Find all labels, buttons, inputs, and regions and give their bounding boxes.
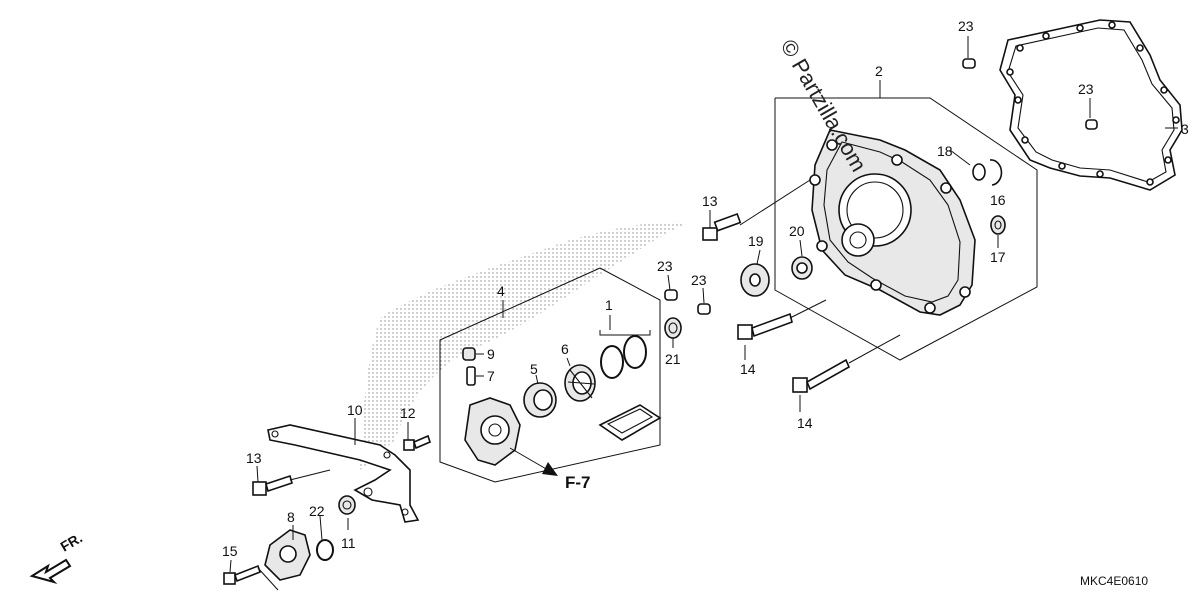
- o-ring-22: [316, 539, 334, 561]
- sensor-8: [264, 529, 311, 581]
- dowel-pin-23-mid-a: [664, 289, 678, 301]
- callout-16: 16: [990, 192, 1006, 208]
- callout-20: 20: [789, 223, 805, 239]
- impeller-6: [564, 364, 596, 402]
- callout-10: 10: [347, 402, 363, 418]
- bolt-12: [403, 434, 431, 451]
- dowel-pin-23: [962, 58, 1098, 130]
- callout-9: 9: [487, 346, 495, 362]
- bracket-10: [267, 424, 420, 523]
- screw-7: [466, 366, 476, 386]
- o-ring-18: [972, 163, 986, 181]
- callout-14-upper: 14: [740, 361, 756, 377]
- callout-21: 21: [665, 351, 681, 367]
- oil-seal-21: [664, 317, 682, 339]
- callout-22: 22: [309, 503, 325, 519]
- callout-14-lower: 14: [797, 415, 813, 431]
- callout-19: 19: [748, 233, 764, 249]
- reference-label: F-7: [565, 473, 591, 492]
- callout-23-gasket: 23: [1078, 81, 1094, 97]
- front-direction-arrow: [29, 558, 72, 584]
- cap-9: [462, 347, 476, 361]
- pump-body: [464, 397, 521, 466]
- callout-23-top: 23: [958, 18, 974, 34]
- callout-12: 12: [400, 405, 416, 421]
- callout-13-upper: 13: [702, 193, 718, 209]
- dowel-pin-23-mid-b: [697, 303, 711, 315]
- bolt-14-lower: [792, 358, 851, 393]
- bolt-15: [223, 564, 261, 585]
- direction-label: FR.: [58, 529, 86, 554]
- callout-1: 1: [605, 297, 613, 313]
- callout-3: 3: [1181, 121, 1189, 137]
- reference-arrow: [542, 462, 558, 476]
- callout-5: 5: [530, 361, 538, 377]
- callout-13-lower: 13: [246, 450, 262, 466]
- cover-2: [809, 129, 976, 316]
- callout-7: 7: [487, 368, 495, 384]
- seal-11: [338, 495, 356, 515]
- snap-ring-16: [989, 159, 1003, 186]
- callout-17: 17: [990, 249, 1006, 265]
- callout-11: 11: [341, 535, 356, 551]
- callout-4: 4: [497, 283, 505, 299]
- bolt-14-upper: [737, 312, 793, 340]
- bolt-13-upper: [702, 213, 742, 241]
- callout-23-mid-a: 23: [657, 258, 673, 274]
- washer-19: [740, 263, 770, 297]
- callout-18: 18: [937, 143, 953, 159]
- gasket-3: [999, 19, 1183, 191]
- callout-8: 8: [287, 509, 295, 525]
- o-ring-1: [600, 335, 647, 379]
- oil-seal-17: [990, 215, 1006, 235]
- strainer: [598, 404, 662, 441]
- bolt-13-lower: [252, 474, 293, 496]
- callout-15: 15: [222, 543, 238, 559]
- engine-shading: [360, 221, 690, 470]
- callout-6: 6: [561, 341, 569, 357]
- callout-23-mid-b: 23: [691, 272, 707, 288]
- callout-2: 2: [875, 63, 883, 79]
- diagram-code: MKC4E0610: [1080, 574, 1148, 588]
- seal-5: [523, 382, 557, 418]
- bearing-20: [791, 256, 813, 280]
